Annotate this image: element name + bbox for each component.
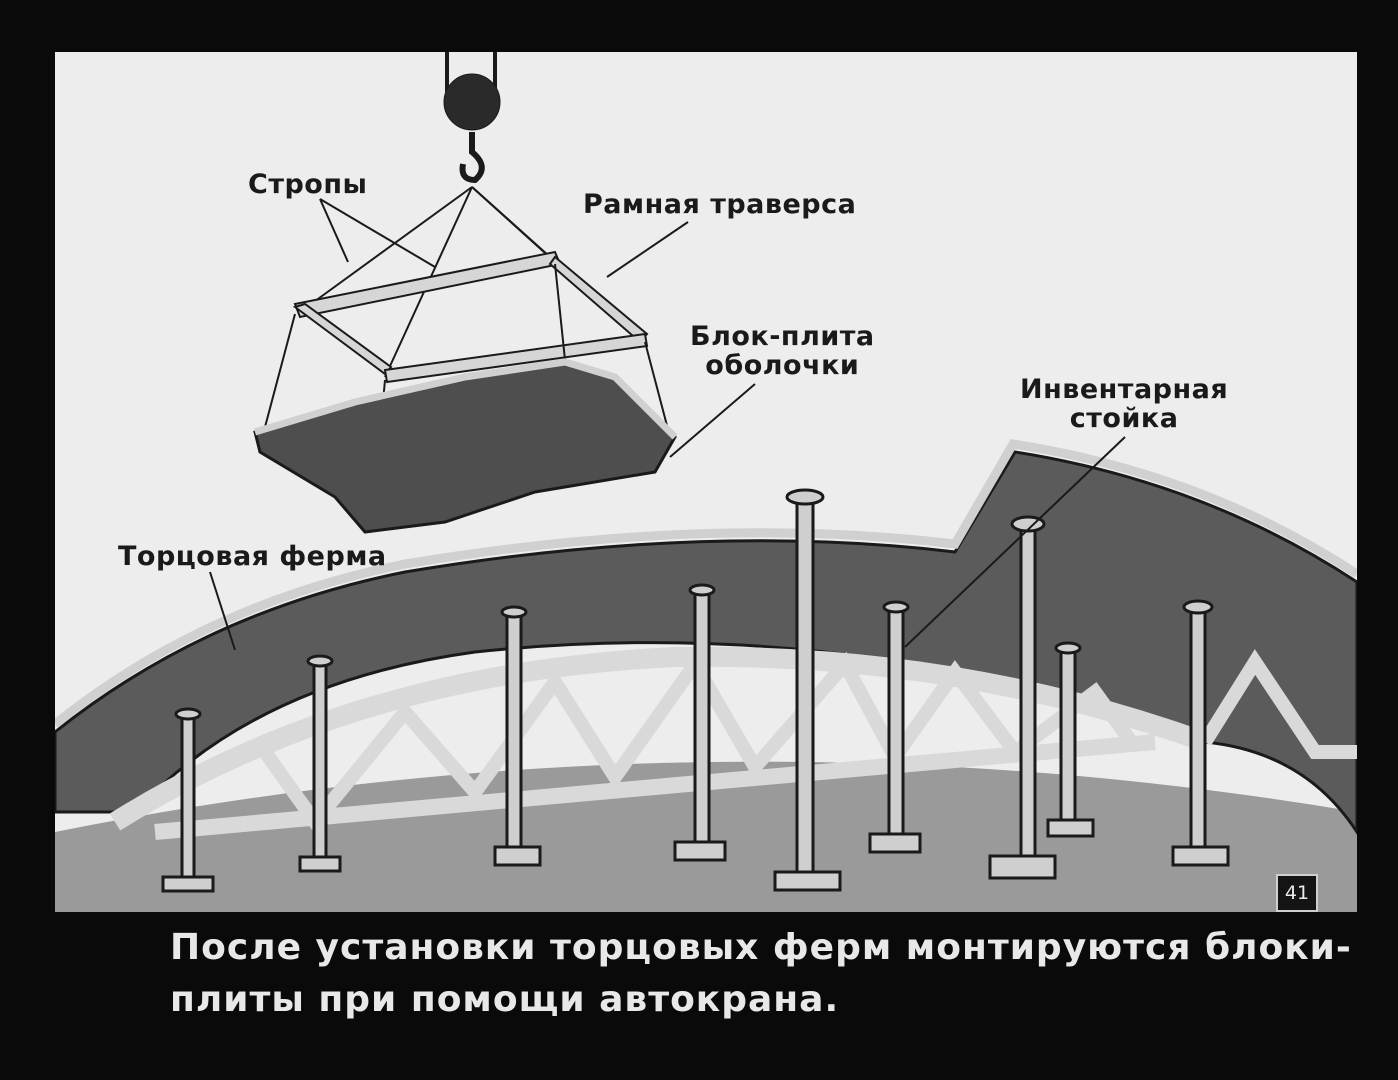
slide-frame: Стропы Рамная траверса Блок-плита оболоч…	[55, 52, 1357, 912]
block-plate	[253, 360, 677, 534]
caption-line-2: плиты при помощи автокрана.	[170, 979, 840, 1020]
illustration	[55, 52, 1357, 912]
leader-lines	[209, 198, 1126, 651]
label-frame-traverse: Рамная траверса	[583, 189, 857, 220]
caption: После установки торцовых ферм монтируютс…	[170, 922, 1352, 1026]
slide-number-badge: 41	[1276, 874, 1318, 912]
caption-line-1: После установки торцовых ферм монтируютс…	[170, 927, 1352, 968]
label-slings: Стропы	[248, 169, 368, 200]
label-block-plate: Блок-плита оболочки	[690, 321, 875, 381]
label-inventory-post: Инвентарная стойка	[1020, 374, 1229, 434]
truss-right	[1199, 649, 1357, 759]
crane-hook	[443, 52, 501, 184]
truss-top-chord	[109, 646, 1209, 831]
label-end-truss: Торцовая ферма	[118, 541, 387, 572]
posts	[161, 488, 1230, 893]
truss-web	[259, 651, 1141, 834]
frame-traverse	[292, 250, 649, 384]
shell-rim	[55, 439, 1357, 728]
